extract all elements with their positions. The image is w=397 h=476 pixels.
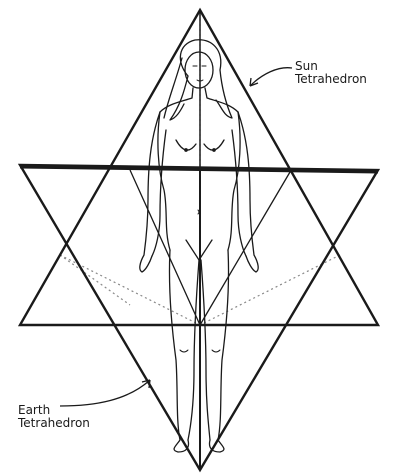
left-arm [140,112,160,272]
sun-leader-arrow [250,68,292,86]
sun-label-line2: Tetrahedron [295,73,367,86]
right-arm [238,112,258,272]
earth-tetrahedron-label: Earth Tetrahedron [18,404,90,430]
earth-leader-arrow [60,380,150,406]
sun-tetrahedron-label: Sun Tetrahedron [295,60,367,86]
head [185,52,213,88]
earth-label-line2: Tetrahedron [18,417,90,430]
